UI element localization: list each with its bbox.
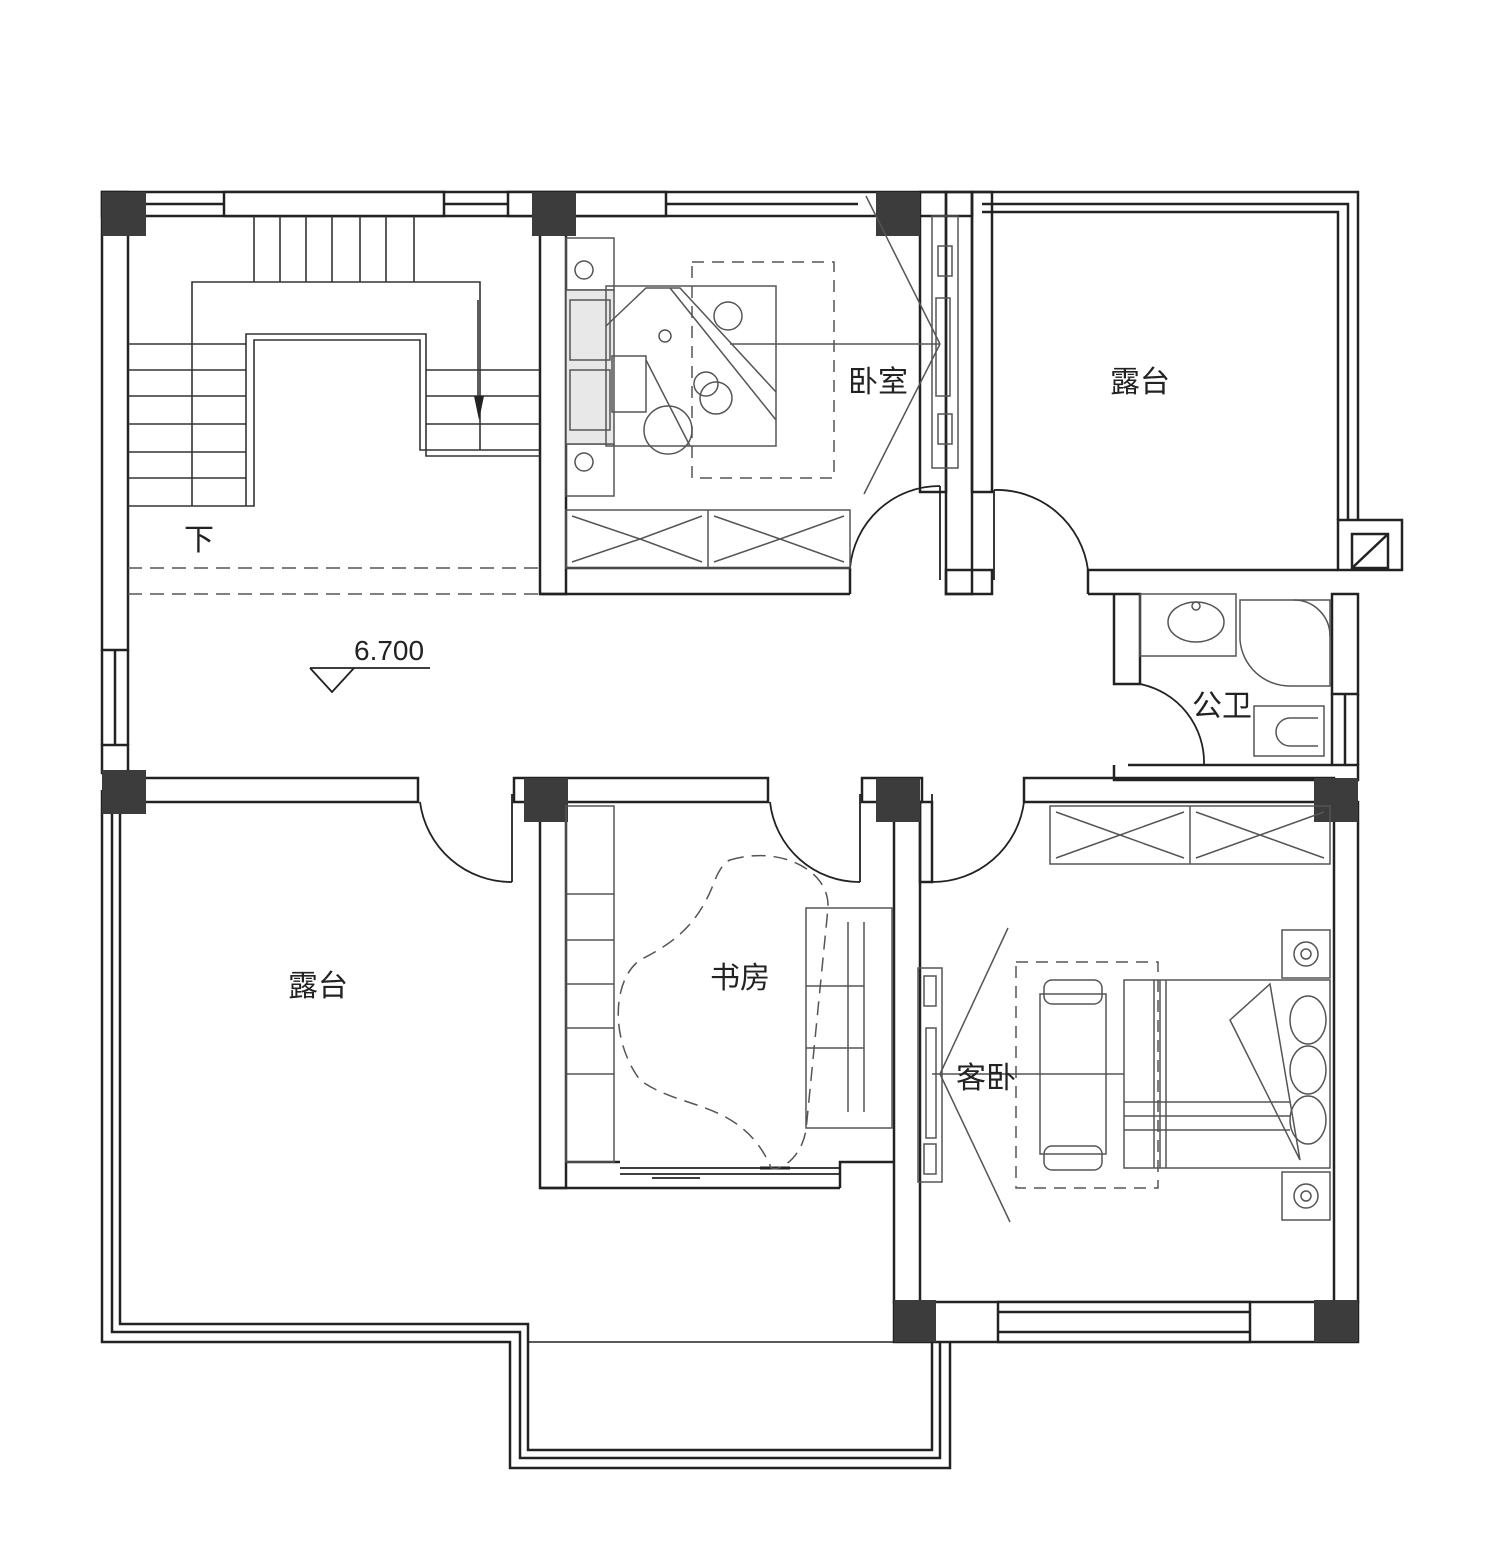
level-marker	[309, 667, 430, 694]
guest-bedroom-furniture	[917, 805, 1331, 1223]
level-value: 6.700	[354, 635, 424, 666]
room-label-guest-bedroom: 客卧	[956, 1061, 1016, 1096]
doors	[419, 485, 1205, 1179]
staircase	[128, 216, 540, 507]
corridor-slab-edge	[128, 567, 540, 595]
master-bedroom-furniture	[565, 195, 959, 569]
room-label-master-bedroom: 卧室	[848, 365, 908, 400]
room-label-terrace-south: 露台	[288, 969, 348, 1004]
room-label-study: 书房	[710, 961, 770, 996]
walls	[100, 190, 1404, 1470]
room-label-public-bath: 公卫	[1192, 689, 1252, 724]
study-furniture	[565, 805, 893, 1170]
stair-arrow-icon	[474, 396, 484, 420]
structural-columns	[102, 192, 1358, 1342]
bathroom-fixtures	[1139, 593, 1331, 757]
room-label-terrace-north: 露台	[1110, 365, 1170, 400]
stair-down-label: 下	[184, 523, 214, 558]
